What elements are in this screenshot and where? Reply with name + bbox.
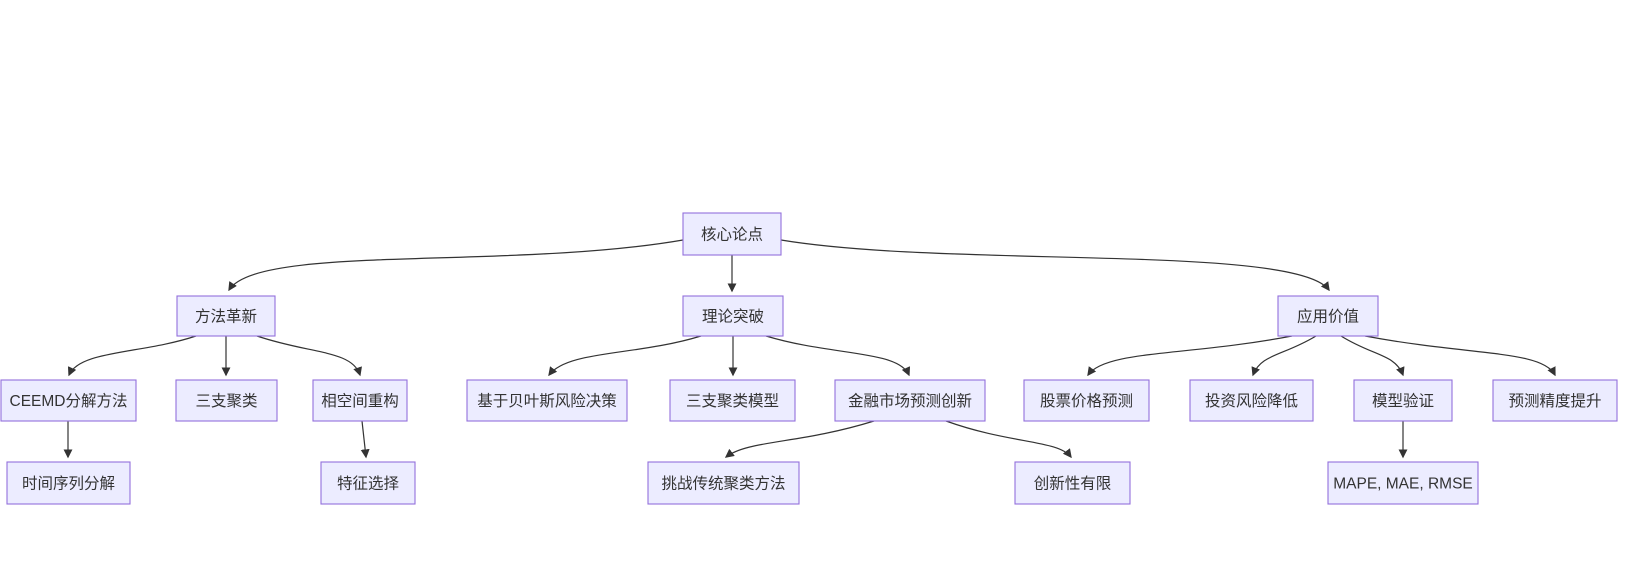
edges-layer	[63, 239, 1556, 459]
edge-method-phase-space	[256, 335, 362, 377]
node-bayes-label: 基于贝叶斯风险决策	[477, 392, 617, 410]
node-validation-box	[1353, 379, 1453, 422]
node-core-label: 核心论点	[701, 226, 763, 244]
node-stock-label: 股票价格预测	[1040, 392, 1133, 410]
edge-finance-challenge	[724, 420, 875, 458]
node-three-way-model-box	[669, 379, 796, 422]
node-metrics-box	[1327, 461, 1479, 505]
edge-application-precision	[1364, 335, 1556, 377]
node-core-box	[682, 212, 782, 256]
node-investment-label: 投资风险降低	[1205, 392, 1298, 410]
node-time-series-box	[6, 461, 131, 505]
node-three-way-clustering-box	[175, 379, 278, 422]
edge-application-stock	[1087, 335, 1293, 377]
node-core: 核心论点	[682, 212, 782, 256]
node-finance-box	[834, 379, 986, 422]
node-limited-label: 创新性有限	[1034, 475, 1112, 493]
node-time-series-label: 时间序列分解	[22, 475, 115, 493]
node-three-way-model: 三支聚类模型	[669, 379, 796, 422]
node-method-box	[176, 295, 276, 337]
node-time-series: 时间序列分解	[6, 461, 131, 505]
node-challenge: 挑战传统聚类方法	[647, 461, 800, 505]
node-stock: 股票价格预测	[1023, 379, 1150, 422]
edge-theory-finance	[765, 335, 911, 377]
edge-theory-bayes	[548, 335, 702, 377]
node-precision-label: 预测精度提升	[1508, 392, 1601, 410]
node-precision-box	[1492, 379, 1618, 422]
edge-finance-limited	[945, 420, 1072, 459]
node-phase-space: 相空间重构	[312, 379, 408, 422]
node-bayes-box	[466, 379, 628, 422]
node-limited-box	[1014, 461, 1131, 505]
node-method-label: 方法革新	[195, 308, 257, 326]
node-theory-label: 理论突破	[702, 308, 764, 326]
node-phase-space-box	[312, 379, 408, 422]
edge-application-validation	[1340, 335, 1405, 377]
node-finance: 金融市场预测创新	[834, 379, 986, 422]
node-theory-box	[682, 295, 784, 337]
node-finance-label: 金融市场预测创新	[848, 392, 972, 410]
node-method: 方法革新	[176, 295, 276, 337]
node-feature-label: 特征选择	[337, 475, 400, 493]
node-bayes: 基于贝叶斯风险决策	[466, 379, 628, 422]
edge-application-investment	[1251, 335, 1317, 377]
node-validation: 模型验证	[1353, 379, 1453, 422]
node-limited: 创新性有限	[1014, 461, 1131, 505]
node-metrics-label: MAPE, MAE, RMSE	[1333, 476, 1473, 493]
node-ceemd-label: CEEMD分解方法	[10, 392, 128, 410]
node-application-box	[1277, 295, 1379, 337]
node-feature: 特征选择	[320, 461, 416, 505]
node-application: 应用价值	[1277, 295, 1379, 337]
node-metrics: MAPE, MAE, RMSE	[1327, 461, 1479, 505]
node-challenge-label: 挑战传统聚类方法	[661, 475, 785, 493]
edge-method-ceemd	[67, 335, 197, 377]
node-precision: 预测精度提升	[1492, 379, 1618, 422]
node-ceemd: CEEMD分解方法	[0, 379, 137, 422]
node-validation-label: 模型验证	[1372, 392, 1434, 410]
edge-core-method	[228, 239, 684, 292]
edge-core-application	[780, 239, 1330, 292]
edge-phase-space-feature	[360, 420, 370, 459]
node-feature-box	[320, 461, 416, 505]
node-phase-space-label: 相空间重构	[321, 392, 399, 410]
node-investment-box	[1189, 379, 1314, 422]
node-application-label: 应用价值	[1297, 307, 1359, 326]
node-three-way-clustering-label: 三支聚类	[195, 392, 257, 410]
node-challenge-box	[647, 461, 800, 505]
node-three-way-clustering: 三支聚类	[175, 379, 278, 422]
node-ceemd-box	[0, 379, 137, 422]
node-stock-box	[1023, 379, 1150, 422]
node-three-way-model-label: 三支聚类模型	[686, 392, 779, 410]
node-investment: 投资风险降低	[1189, 379, 1314, 422]
node-theory: 理论突破	[682, 295, 784, 337]
